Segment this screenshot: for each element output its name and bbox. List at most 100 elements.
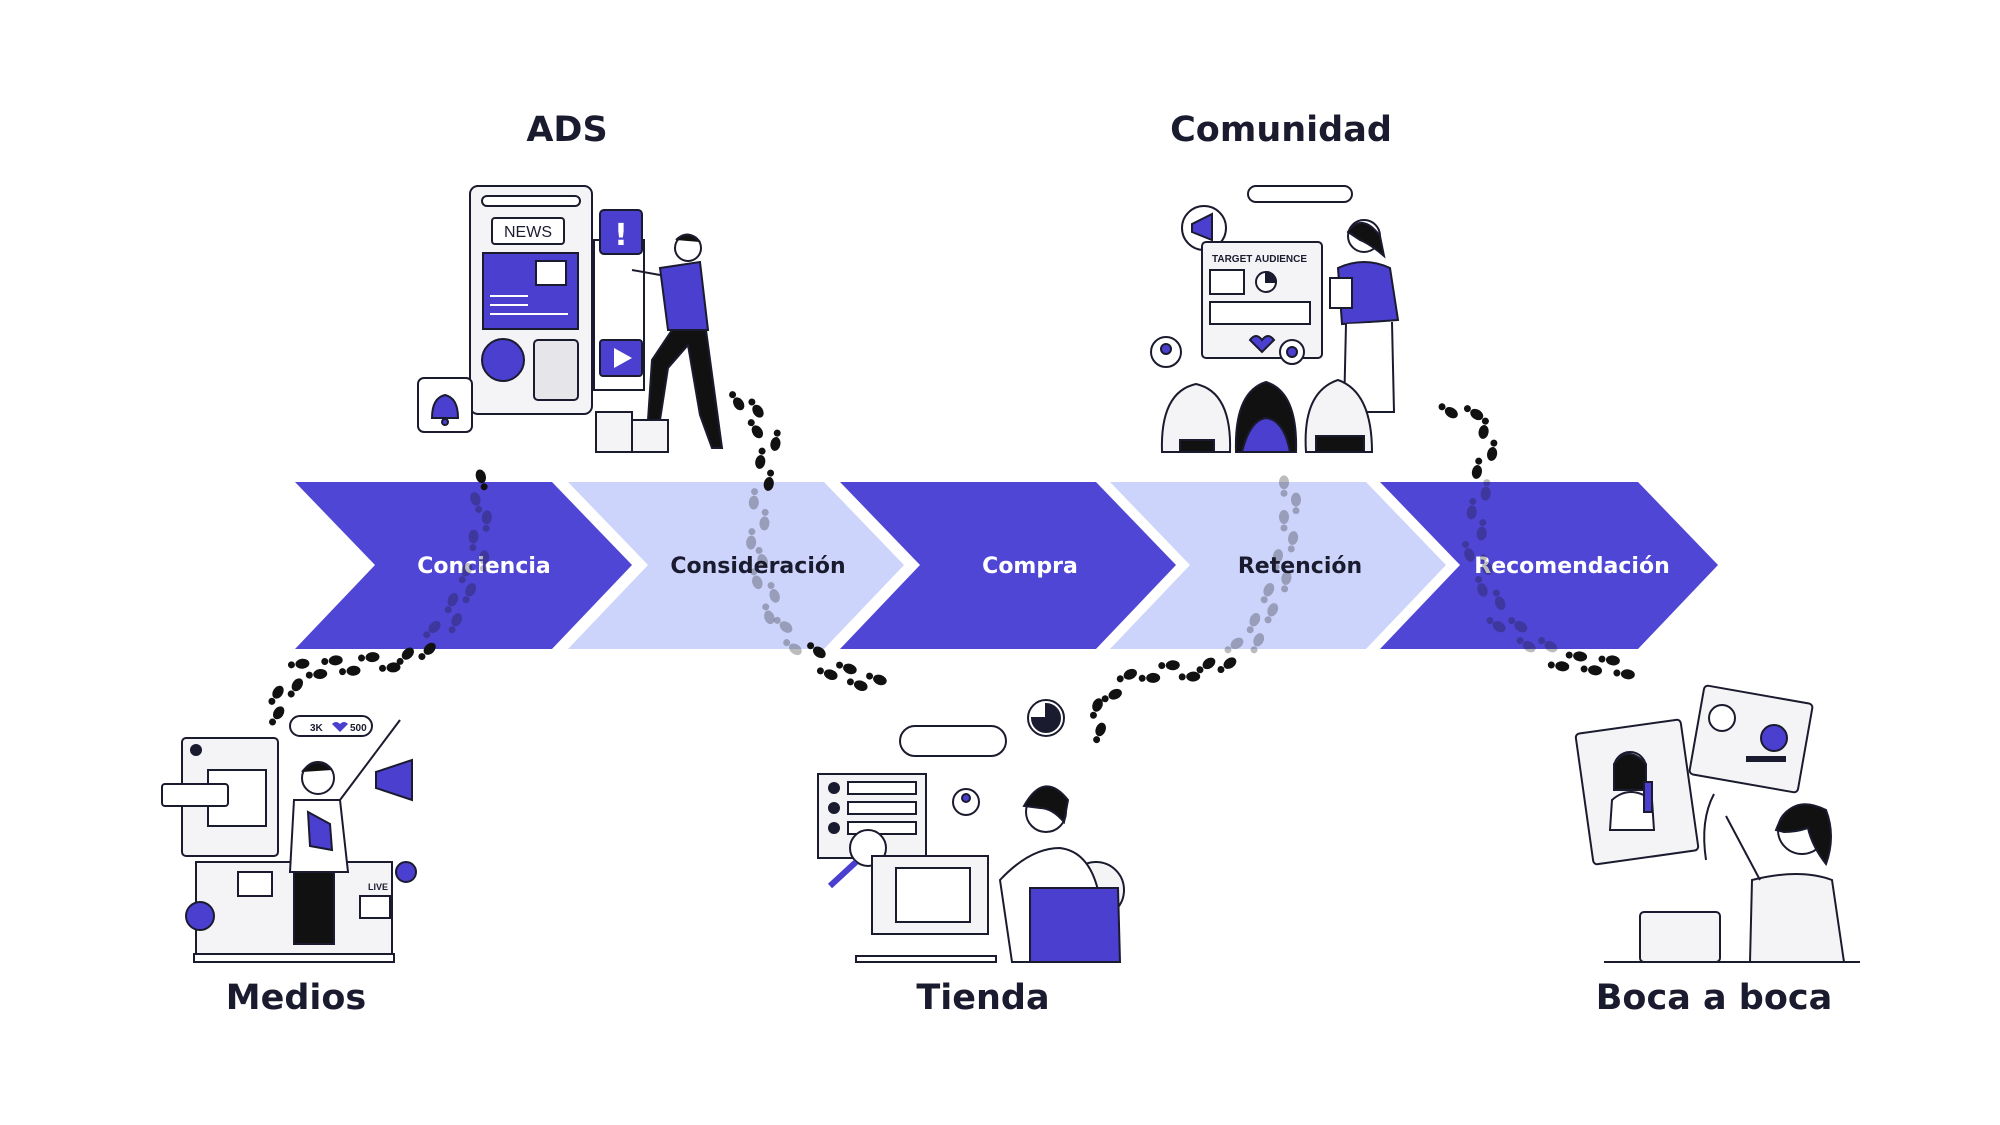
footprint [1547, 661, 1570, 672]
chevron-stage-compra: Compra [840, 482, 1176, 649]
tienda-illustration [817, 699, 1125, 963]
footprint [268, 685, 284, 705]
footprint [287, 658, 310, 669]
footprint [1598, 655, 1620, 666]
footprint [269, 706, 285, 726]
followers-count: 3K [310, 723, 324, 734]
footprint [846, 678, 868, 691]
footprint [1486, 617, 1506, 633]
footprint [1438, 403, 1458, 419]
footprint [1246, 613, 1261, 634]
footprint [1516, 637, 1536, 653]
footprint [767, 581, 780, 603]
stage-label-compra: Compra [982, 554, 1078, 579]
footprint [1158, 660, 1180, 671]
footprint [468, 529, 479, 552]
touchpoint-label-medios: Medios [225, 978, 367, 1018]
footprint [755, 546, 768, 568]
footprint [1272, 549, 1283, 571]
footprint [481, 510, 492, 532]
footprint [1217, 657, 1237, 674]
footprint [1565, 651, 1588, 662]
footprint [1466, 497, 1477, 520]
footprint [1178, 671, 1201, 682]
footprint [1089, 698, 1103, 719]
touchpoint-label-ads: ADS [526, 110, 608, 150]
footprint [807, 642, 826, 659]
footprint [423, 620, 441, 639]
footprint [448, 613, 463, 634]
footprint [1101, 688, 1122, 703]
footprint [762, 603, 775, 625]
footprint [836, 661, 857, 675]
touchpoint-label-tienda: Tienda [916, 978, 1050, 1018]
footprint [1476, 519, 1487, 541]
footprint [1250, 633, 1265, 654]
stage-label-consideracion: Consideración [670, 554, 845, 579]
footprint [1580, 665, 1603, 676]
footprint [462, 583, 477, 604]
touchpoint-label-comunidad: Comunidad [1170, 110, 1392, 150]
touchpoint-label-boca: Boca a boca [1595, 978, 1833, 1018]
footprint [1475, 576, 1488, 597]
comunidad-illustration: TARGET AUDIENCE [1150, 185, 1400, 453]
footprint [418, 642, 436, 661]
footprint [321, 655, 343, 666]
footprint [1279, 475, 1289, 497]
footprint-trail [268, 391, 1635, 744]
news-text: NEWS [504, 224, 552, 241]
footprint [479, 550, 490, 572]
footprint [1196, 657, 1216, 674]
svg-text:!: ! [614, 218, 628, 253]
footprint [1613, 669, 1635, 680]
footprint [396, 647, 414, 665]
ads-illustration: NEWS ! [417, 185, 724, 453]
footprint [747, 419, 764, 439]
stage-label-recomendacion: Recomendación [1474, 554, 1669, 579]
footprint [1471, 457, 1483, 479]
chevron-stage-consideracion: Consideración [568, 482, 904, 649]
likes-count: 500 [350, 723, 367, 734]
footprint [287, 678, 304, 698]
chevron-stage-conciencia: Conciencia [295, 482, 632, 649]
chevron-stage-recomendacion: Recomendación [1380, 482, 1718, 649]
footprint [379, 662, 401, 673]
target-audience-text: TARGET AUDIENCE [1212, 254, 1307, 265]
stage-label-retencion: Retención [1238, 554, 1362, 579]
footprint [1264, 603, 1279, 624]
footprint [729, 391, 745, 411]
footprint [1116, 668, 1137, 683]
footprint [1487, 439, 1498, 461]
footprint [1463, 405, 1484, 421]
footprint [1492, 589, 1506, 611]
chevron-stage-retencion: Retención [1110, 482, 1446, 649]
footprint [1462, 541, 1475, 562]
footprint [1260, 583, 1275, 604]
footprint [1279, 510, 1289, 532]
footprint [1538, 637, 1558, 653]
footprint [475, 469, 488, 491]
boca-illustration [1574, 684, 1860, 963]
footprint [1224, 637, 1244, 654]
footprint [748, 488, 759, 510]
footprint [763, 469, 775, 491]
footprint [1281, 571, 1292, 593]
footprint [816, 667, 838, 680]
footprint [444, 593, 459, 614]
footprint [1508, 617, 1528, 633]
footprint [748, 398, 764, 418]
footprint [759, 508, 770, 531]
footprint [1093, 722, 1107, 744]
footprint [773, 616, 793, 633]
footprint [1287, 531, 1299, 553]
footprint [770, 429, 781, 451]
footprint [470, 492, 483, 513]
footprint [458, 563, 473, 584]
footprint [1138, 672, 1161, 683]
footprint [339, 665, 361, 676]
footprint [746, 528, 757, 550]
footprint [1291, 492, 1301, 515]
footprint [1479, 554, 1493, 576]
